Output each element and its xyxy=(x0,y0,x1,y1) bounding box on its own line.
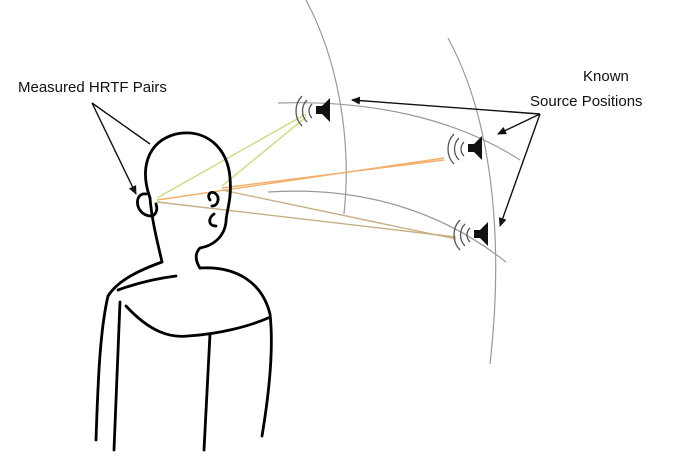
speaker-icon xyxy=(453,219,488,251)
meridian-arc-near xyxy=(305,0,347,215)
path-right-ear-bottom-speaker xyxy=(221,189,457,240)
source-arrow-top xyxy=(351,96,541,115)
speaker-icon xyxy=(447,133,482,165)
path-left-ear-bottom-speaker xyxy=(156,201,457,238)
latitude-arc-top xyxy=(277,102,521,161)
meridian-arc-far xyxy=(447,37,497,365)
source-arrow-middle xyxy=(497,113,541,135)
hrtf-arrow-to-ear xyxy=(91,102,137,195)
path-right-ear-middle-speaker xyxy=(221,159,445,189)
speaker-icon xyxy=(295,95,330,127)
path-left-ear-top-speaker xyxy=(156,113,307,199)
measured-hrtf-pairs-label: Measured HRTF Pairs xyxy=(18,79,167,96)
measurement-sphere-arcs xyxy=(267,0,521,365)
hrtf-arrow-to-head xyxy=(91,102,151,145)
source-positions-label: Source Positions xyxy=(530,93,643,110)
path-left-ear-middle-speaker xyxy=(156,157,445,201)
path-right-ear-top-speaker xyxy=(221,116,307,187)
hrtf-measurement-paths xyxy=(156,113,457,240)
known-label: Known xyxy=(583,68,629,85)
person-head-sketch-icon xyxy=(94,131,273,452)
annotation-arrows xyxy=(91,96,541,227)
latitude-arc-bottom xyxy=(267,190,507,263)
source-arrow-bottom xyxy=(498,113,541,227)
